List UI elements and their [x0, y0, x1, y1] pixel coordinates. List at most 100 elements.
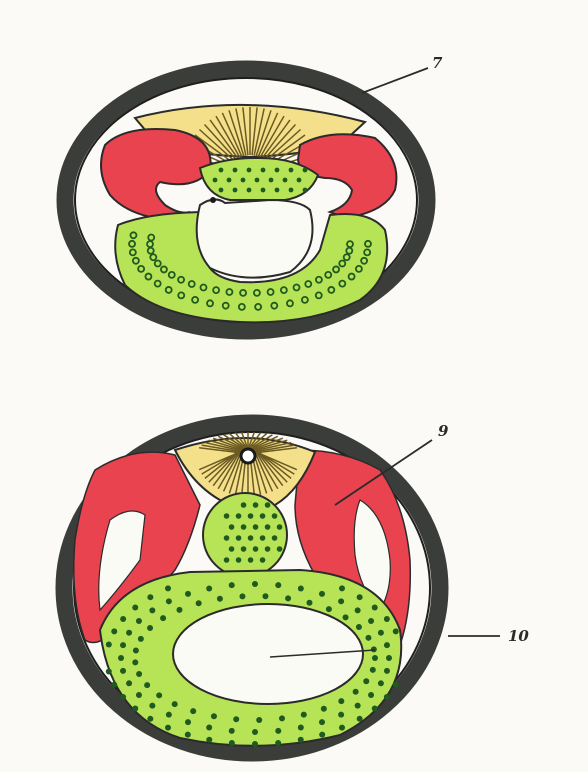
- cell-nucleus-dot: [265, 524, 271, 530]
- cell-nucleus-dot: [219, 188, 224, 193]
- cell-nucleus-dot: [275, 740, 281, 746]
- cell-nucleus-dot: [343, 614, 349, 620]
- cell-nucleus-dot: [213, 178, 218, 183]
- cell-nucleus-dot: [285, 595, 291, 601]
- cell-nucleus-dot: [355, 607, 361, 613]
- cell-nucleus-dot: [248, 513, 254, 519]
- cell-nucleus-dot: [303, 168, 308, 173]
- top-cross-section: 7: [65, 54, 443, 331]
- cell-nucleus-dot: [111, 628, 117, 634]
- cell-nucleus-dot: [277, 524, 283, 530]
- cell-nucleus-dot: [260, 513, 266, 519]
- cell-nucleus-dot: [384, 694, 390, 700]
- cell-nucleus-dot: [217, 596, 223, 602]
- cell-nucleus-dot: [185, 732, 191, 738]
- cell-nucleus-dot: [126, 630, 132, 636]
- cell-nucleus-dot: [255, 178, 260, 183]
- cell-nucleus-dot: [356, 624, 362, 630]
- cell-nucleus-dot: [265, 546, 271, 552]
- cell-nucleus-dot: [120, 694, 126, 700]
- cell-nucleus-dot: [248, 535, 254, 541]
- cell-nucleus-dot: [236, 557, 242, 563]
- cell-nucleus-dot: [289, 188, 294, 193]
- cell-nucleus-dot: [275, 728, 281, 734]
- cell-nucleus-dot: [227, 178, 232, 183]
- cell-nucleus-dot: [224, 535, 230, 541]
- cell-nucleus-dot: [261, 188, 266, 193]
- cell-nucleus-dot: [252, 729, 258, 735]
- cell-nucleus-dot: [147, 594, 153, 600]
- callout-line-7: [362, 68, 428, 93]
- callout-label-9: 9: [438, 422, 449, 440]
- top-cavity-dot: [210, 197, 216, 203]
- cell-nucleus-dot: [260, 557, 266, 563]
- cell-nucleus-dot: [166, 598, 172, 604]
- cell-nucleus-dot: [384, 668, 390, 674]
- top-central-cavity: [197, 199, 313, 277]
- cell-nucleus-dot: [172, 701, 178, 707]
- cell-nucleus-dot: [120, 642, 126, 648]
- cell-nucleus-dot: [298, 725, 304, 731]
- cell-nucleus-dot: [386, 655, 392, 661]
- cell-nucleus-dot: [106, 668, 112, 674]
- cell-nucleus-dot: [303, 188, 308, 193]
- cell-nucleus-dot: [136, 618, 142, 624]
- cell-nucleus-dot: [236, 513, 242, 519]
- cell-nucleus-dot: [241, 502, 247, 508]
- cell-nucleus-dot: [326, 606, 332, 612]
- cell-nucleus-dot: [160, 615, 166, 621]
- cell-nucleus-dot: [165, 585, 171, 591]
- cell-nucleus-dot: [368, 618, 374, 624]
- cell-nucleus-dot: [147, 625, 153, 631]
- cell-nucleus-dot: [165, 725, 171, 731]
- callout-label-7: 7: [432, 54, 443, 72]
- cell-nucleus-dot: [219, 168, 224, 173]
- cell-nucleus-dot: [357, 594, 363, 600]
- cell-nucleus-dot: [357, 716, 363, 722]
- cell-nucleus-dot: [239, 593, 245, 599]
- cell-nucleus-dot: [118, 655, 124, 661]
- cell-nucleus-dot: [156, 692, 162, 698]
- cell-nucleus-dot: [253, 524, 259, 530]
- cell-nucleus-dot: [283, 178, 288, 183]
- cell-nucleus-dot: [190, 708, 196, 714]
- cell-nucleus-dot: [233, 716, 239, 722]
- bottom-neural-canal: [241, 449, 255, 463]
- cell-nucleus-dot: [301, 712, 307, 718]
- cell-nucleus-dot: [233, 168, 238, 173]
- cell-nucleus-dot: [372, 655, 378, 661]
- cell-nucleus-dot: [147, 716, 153, 722]
- cell-nucleus-dot: [252, 741, 258, 747]
- cell-nucleus-dot: [233, 188, 238, 193]
- cell-nucleus-dot: [261, 168, 266, 173]
- cell-nucleus-dot: [384, 642, 390, 648]
- cell-nucleus-dot: [206, 585, 212, 591]
- cell-nucleus-dot: [206, 737, 212, 743]
- cell-nucleus-dot: [241, 546, 247, 552]
- cell-nucleus-dot: [241, 178, 246, 183]
- cell-nucleus-dot: [126, 680, 132, 686]
- cell-nucleus-dot: [321, 706, 327, 712]
- cell-nucleus-dot: [224, 557, 230, 563]
- cell-nucleus-dot: [297, 178, 302, 183]
- cell-nucleus-dot: [262, 593, 268, 599]
- cell-nucleus-dot: [132, 604, 138, 610]
- cell-nucleus-dot: [339, 585, 345, 591]
- cell-nucleus-dot: [136, 692, 142, 698]
- cell-nucleus-dot: [384, 616, 390, 622]
- cell-nucleus-dot: [166, 712, 172, 718]
- callout-label-10: 10: [508, 627, 529, 645]
- cell-nucleus-dot: [206, 725, 212, 731]
- cell-nucleus-dot: [106, 642, 112, 648]
- cell-nucleus-dot: [393, 682, 399, 688]
- cell-nucleus-dot: [133, 647, 139, 653]
- cell-nucleus-dot: [149, 607, 155, 613]
- cell-nucleus-dot: [272, 535, 278, 541]
- cell-nucleus-dot: [353, 689, 359, 695]
- cell-nucleus-dot: [372, 604, 378, 610]
- cell-nucleus-dot: [138, 636, 144, 642]
- cell-nucleus-dot: [247, 168, 252, 173]
- cell-nucleus-dot: [277, 546, 283, 552]
- cell-nucleus-dot: [363, 678, 369, 684]
